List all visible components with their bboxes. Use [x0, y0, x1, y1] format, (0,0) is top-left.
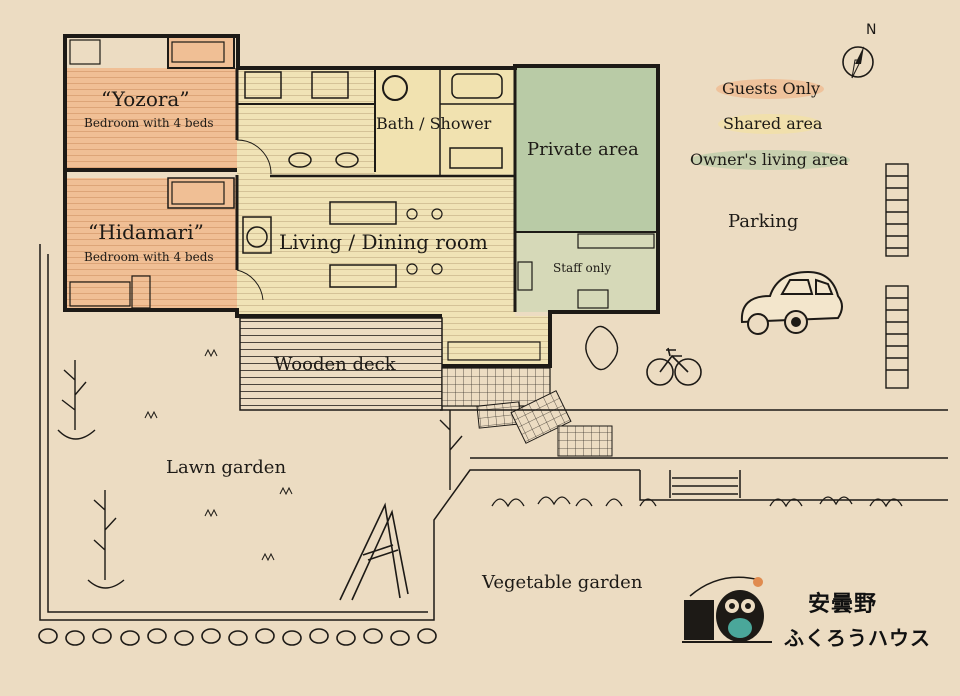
wooden-deck-label: Wooden deck [274, 354, 396, 375]
parking-label: Parking [728, 211, 799, 232]
grass-tufts [144, 348, 293, 562]
vegetable-rows [491, 496, 903, 508]
swing-icon [339, 502, 409, 601]
vegetable-garden-label: Vegetable garden [482, 572, 643, 593]
logo-title: 安曇野 [808, 592, 878, 617]
legend-swatches [690, 79, 850, 170]
wooden-deck [239, 317, 443, 411]
lawn-garden-label: Lawn garden [166, 457, 287, 478]
room-staff-label: Staff only [553, 261, 612, 275]
owl-logo-icon [682, 576, 772, 643]
garden-boundary [39, 244, 948, 621]
car-icon [740, 270, 843, 335]
compass-icon [842, 46, 874, 79]
stepping-stones [38, 628, 437, 646]
room-living-label: Living / Dining room [279, 230, 488, 254]
room-bath-label: Bath / Shower [376, 114, 492, 133]
room-yozora-name: “Yozora” [101, 87, 190, 111]
entrance-tiles [441, 367, 613, 457]
compass-north-label: N [866, 22, 877, 38]
legend-guests-only: Guests Only [722, 79, 821, 98]
legend-shared-area: Shared area [723, 114, 823, 133]
room-private-label: Private area [527, 139, 639, 160]
logo-subtitle: ふくろうハウス [784, 626, 931, 650]
tree-icon [57, 325, 619, 589]
room-yozora-desc: Bedroom with 4 beds [84, 116, 214, 130]
parking-fence [885, 163, 909, 389]
house [63, 34, 660, 368]
room-hidamari-desc: Bedroom with 4 beds [84, 250, 214, 264]
legend-owners-area: Owner's living area [690, 150, 849, 169]
bicycle-icon [646, 347, 702, 386]
room-hidamari-name: “Hidamari” [88, 220, 204, 244]
